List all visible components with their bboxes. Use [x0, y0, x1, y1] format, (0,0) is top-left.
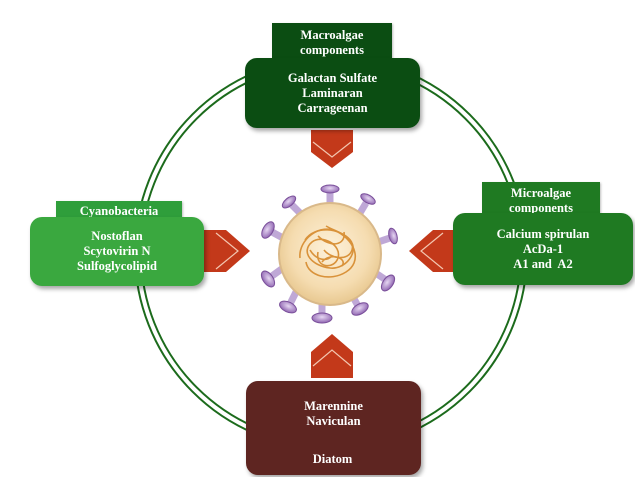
macroalgae-item: Carrageenan: [297, 100, 368, 115]
cyanobacteria-box: Nostoflan Scytovirin N Sulfoglycolipid: [30, 217, 204, 286]
microalgae-title-line1: Microalgae: [510, 186, 572, 200]
macroalgae-header: Macroalgae components: [272, 23, 392, 63]
microalgae-item: AcDa-1: [522, 241, 564, 256]
macroalgae-item: Galactan Sulfate: [287, 70, 378, 85]
diatom-title: Diatom: [312, 451, 353, 466]
macroalgae-box: Galactan Sulfate Laminaran Carrageenan: [245, 58, 420, 128]
cyanobacteria-item: Sulfoglycolipid: [77, 259, 157, 273]
arrow-bottom: [311, 334, 353, 378]
macroalgae-title-line2: components: [300, 43, 364, 57]
arrow-top: [311, 130, 353, 168]
virus-rna: [299, 225, 357, 278]
cyanobacteria-item: Nostoflan: [91, 229, 143, 243]
virus-spike-caps: [260, 184, 398, 324]
arrow-right: [409, 230, 455, 272]
diatom-item: Naviculan: [306, 414, 361, 428]
microalgae-box: Calcium spirulan AcDa-1 A1 and A2: [453, 213, 633, 285]
microalgae-item: A1 and A2: [513, 256, 573, 271]
cyanobacteria-header: Cyanobacteria: [56, 201, 182, 221]
virus-envelope: [278, 202, 382, 306]
macroalgae-item: Laminaran: [302, 85, 363, 100]
microalgae-title-line2: components: [509, 201, 573, 215]
cyanobacteria-item: Scytovirin N: [83, 244, 151, 258]
diatom-header: Diatom: [274, 447, 391, 471]
microalgae-item: Calcium spirulan: [496, 226, 590, 241]
virus-illustration: [260, 184, 398, 324]
macroalgae-title-line1: Macroalgae: [300, 28, 364, 42]
cyanobacteria-title: Cyanobacteria: [79, 203, 159, 218]
arrow-left: [204, 230, 250, 272]
diatom-item: Marennine: [304, 399, 363, 413]
